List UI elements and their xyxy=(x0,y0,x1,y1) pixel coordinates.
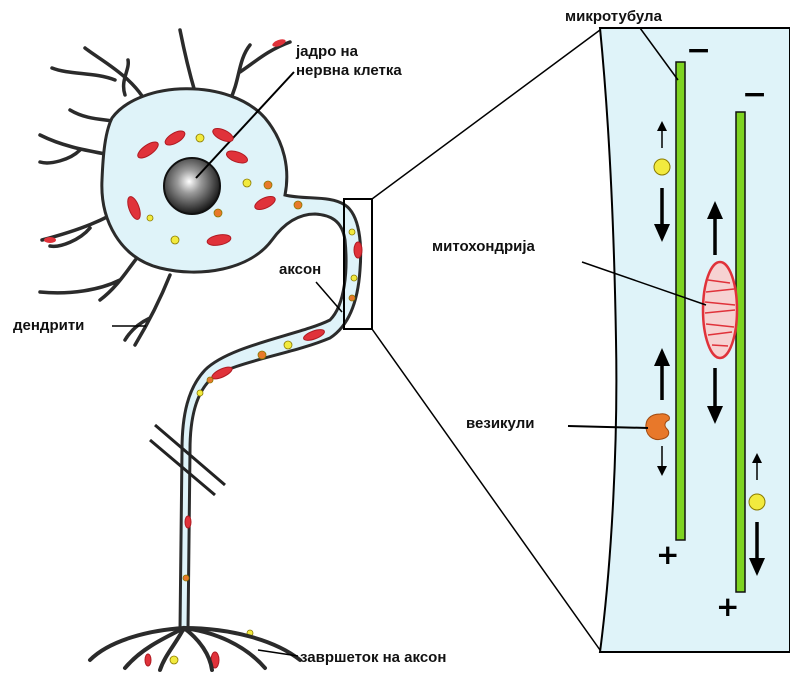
panel-vesicle-yellow-bottom xyxy=(749,494,765,510)
axon-terminal-branches xyxy=(90,628,300,670)
minus-sign-right: − xyxy=(742,80,767,110)
vesicles-label: везикули xyxy=(466,414,534,433)
nucleus-label-line2: нервна клетка xyxy=(296,61,402,80)
mitochondrion-label: митохондрија xyxy=(432,237,535,256)
axon-pointer-line xyxy=(316,282,342,312)
zoom-line-top xyxy=(372,30,600,199)
axon-terminal-label: завршеток на аксон xyxy=(300,648,446,667)
axon-label: аксон xyxy=(279,260,321,279)
nucleus xyxy=(164,158,220,214)
plus-sign-right: + xyxy=(716,592,739,622)
nucleus-label-line1: јадро на xyxy=(296,42,402,61)
dendrites-label: дендрити xyxy=(13,316,84,335)
microtubule-right xyxy=(736,112,745,592)
panel-mitochondrion xyxy=(703,262,737,358)
panel-vesicle-yellow-top xyxy=(654,159,670,175)
nucleus-label: јадро на нервна клетка xyxy=(296,42,402,80)
cell-body xyxy=(102,89,361,630)
microtubule-left xyxy=(676,62,685,540)
microtubule-label: микротубула xyxy=(565,7,662,26)
zoom-line-bottom xyxy=(372,329,600,650)
plus-sign-left: + xyxy=(656,540,679,570)
minus-sign-left: − xyxy=(686,36,711,66)
